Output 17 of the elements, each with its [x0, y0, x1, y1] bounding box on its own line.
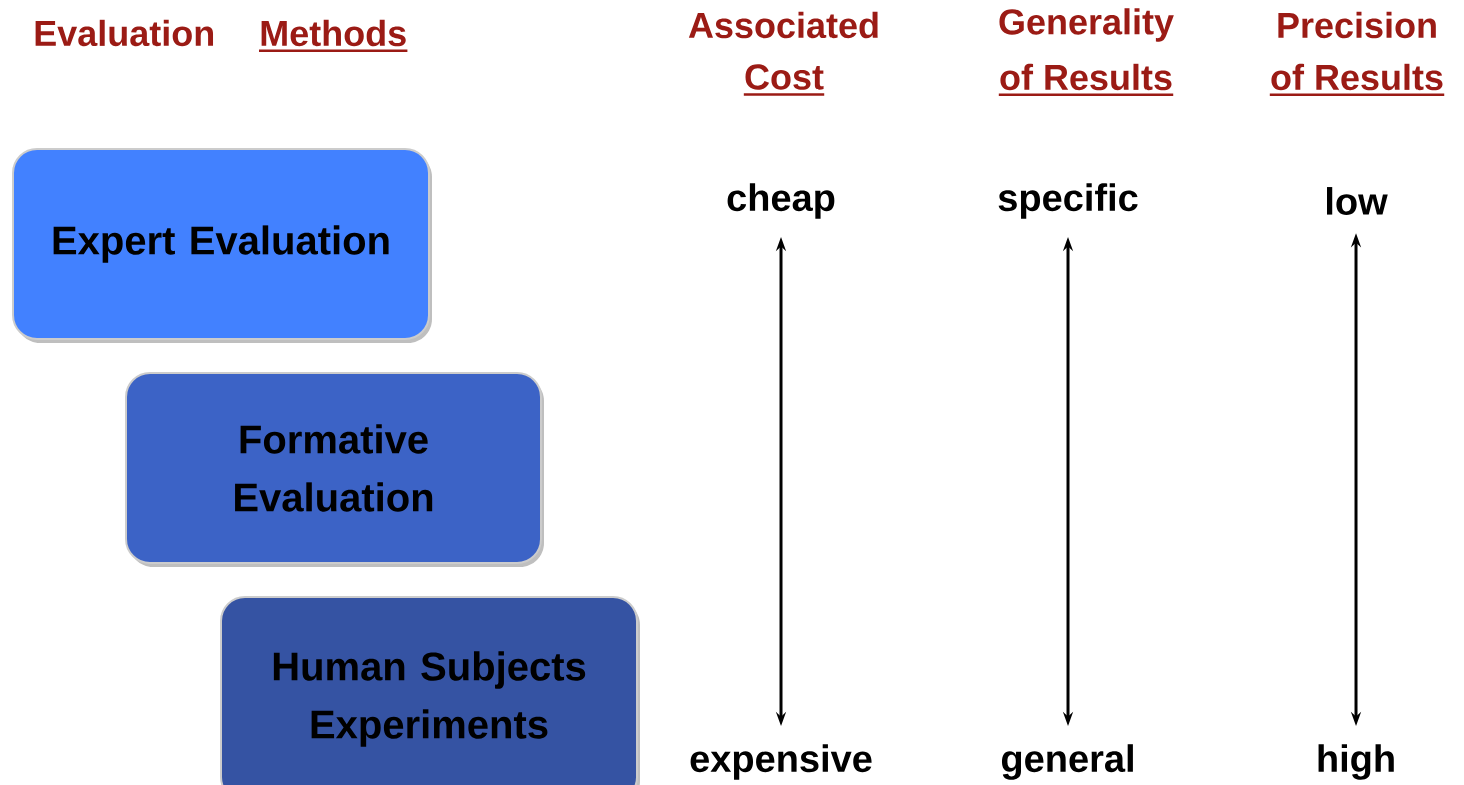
scale-label: high — [1318, 744, 1394, 780]
scale-label: general — [1002, 744, 1133, 780]
column-heading: Precision — [1278, 11, 1436, 39]
column-heading: of Results — [1000, 63, 1172, 91]
column-heading: Cost — [745, 64, 824, 90]
scale-label: cheap — [727, 183, 835, 219]
column-heading: Generality — [999, 8, 1174, 42]
scale-label: low — [1327, 187, 1388, 215]
method-box: Formative Evaluation — [125, 372, 544, 567]
column-heading: Methods — [261, 19, 406, 47]
column-heading: Associated — [688, 11, 878, 39]
scale-label: expensive — [690, 744, 872, 780]
method-box: Human Subjects Experiments — [220, 596, 640, 785]
column-heading: of Results — [1271, 63, 1443, 91]
column-heading: Evaluation — [35, 19, 213, 47]
scale-label: specific — [998, 183, 1138, 219]
method-box: Expert Evaluation — [12, 148, 432, 343]
